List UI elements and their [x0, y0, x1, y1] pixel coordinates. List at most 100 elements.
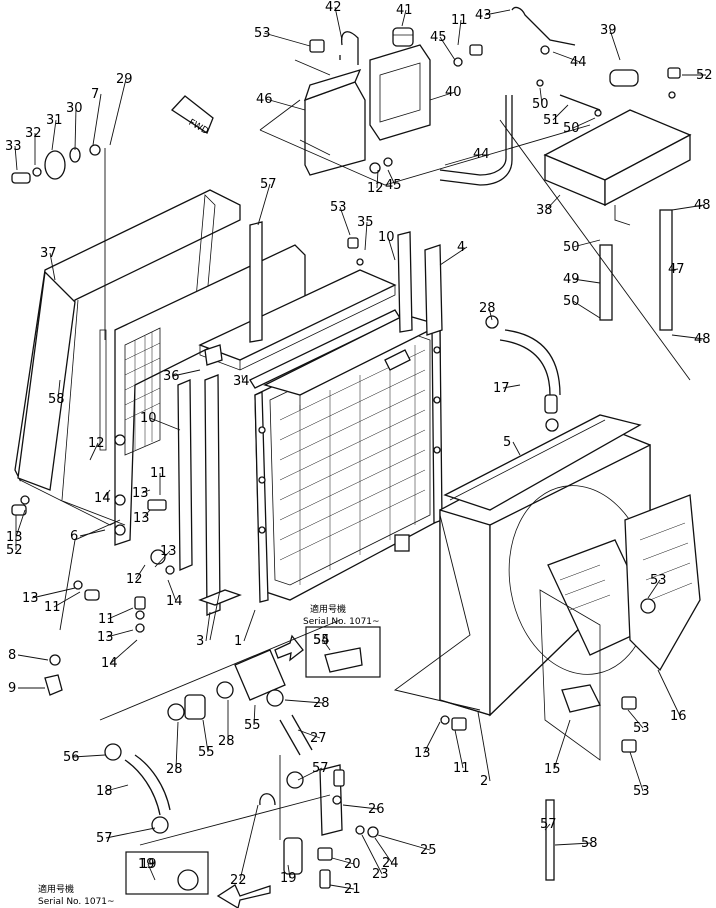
callout-54: 54 [313, 633, 331, 651]
callout-number: 4 [457, 240, 465, 255]
callout-35: 35 [357, 215, 374, 251]
callout-number: 49 [563, 272, 580, 287]
callout-53: 53 [629, 751, 650, 799]
callout-41: 41 [396, 3, 413, 27]
callout-48: 48 [671, 332, 711, 347]
callout-leader [287, 864, 291, 879]
callout-number: 12 [126, 572, 143, 587]
callout-number: 11 [451, 13, 468, 28]
callout-labels: 1234567891010111111111112121213131313131… [5, 0, 713, 897]
callout-38: 38 [536, 194, 561, 218]
callout-13: 13 [22, 587, 76, 606]
callout-52: 52 [682, 68, 713, 83]
callout-number: 19 [138, 857, 155, 872]
svg-text:適用号機: 適用号機 [310, 603, 346, 615]
callout-31: 31 [46, 113, 63, 151]
callout-number: 53 [650, 573, 667, 588]
callout-36: 36 [163, 369, 201, 384]
callout-number: 25 [420, 843, 437, 858]
callout-leader [79, 529, 106, 537]
svg-text:55: 55 [313, 633, 330, 648]
callout-leader [376, 169, 379, 189]
callout-leader [239, 804, 259, 881]
callout-22: 22 [230, 804, 259, 888]
callout-leader [241, 374, 244, 382]
callout-1: 1 [234, 609, 256, 649]
callout-leader [572, 117, 596, 129]
callout-10: 10 [378, 230, 396, 261]
callout-number: 11 [44, 600, 61, 615]
callout-19: 19 [280, 864, 297, 886]
callout-14: 14 [166, 579, 183, 609]
callout-number: 13 [22, 591, 39, 606]
callout-leader [15, 509, 26, 538]
assembly-lines [59, 59, 691, 846]
callout-number: 17 [493, 381, 510, 396]
callout-leader [103, 489, 111, 499]
callout-leader [147, 863, 156, 881]
callout-number: 6 [70, 529, 78, 544]
callout-number: 28 [166, 762, 183, 777]
callout-44: 44 [444, 147, 490, 166]
callout-leader [629, 751, 644, 792]
callout-leader [141, 489, 151, 494]
svg-text:Serial No. 1071~: Serial No. 1071~ [38, 897, 115, 907]
callout-13: 13 [414, 721, 441, 761]
callout-number: 53 [254, 26, 271, 41]
callout-leader [92, 93, 102, 146]
subtank-38 [543, 69, 692, 207]
callout-45: 45 [430, 30, 456, 61]
callout-number: 9 [8, 681, 16, 696]
callout-leader [339, 206, 351, 236]
callout-leader [444, 153, 484, 166]
callout-number: 15 [544, 762, 561, 777]
callout-leader [105, 827, 156, 839]
callout-leader [342, 804, 379, 810]
guard-15-16 [539, 494, 701, 761]
serial-inset-top: 適用号機 Serial No. 1071~ 55 [303, 603, 381, 678]
callout-leader [135, 564, 146, 580]
callout-leader [484, 9, 511, 16]
callout-number: 35 [357, 215, 374, 230]
callout-24: 24 [374, 837, 399, 871]
callout-leader [49, 252, 56, 281]
callout-number: 50 [563, 240, 580, 255]
callout-number: 28 [479, 301, 496, 316]
callout-number: 31 [46, 113, 63, 128]
serial-inset-bottom: 19 適用号機 Serial No. 1071~ [38, 851, 209, 907]
callout-leader [265, 98, 306, 111]
callout-20: 20 [331, 857, 361, 872]
callout-leader [671, 334, 705, 340]
callout-9: 9 [8, 681, 45, 696]
callout-leader [454, 729, 464, 769]
callout-11: 11 [453, 729, 470, 776]
callout-leader [545, 194, 561, 211]
callout-55: 55 [244, 704, 261, 733]
callout-23: 23 [361, 834, 389, 882]
callout-leader [205, 611, 211, 642]
callout-number: 14 [94, 491, 111, 506]
callout-13: 13 [154, 544, 177, 568]
callout-leader [297, 767, 323, 781]
callout-50: 50 [563, 239, 601, 255]
callout-leader [105, 784, 129, 792]
callout-53: 53 [627, 709, 650, 736]
callout-13: 13 [97, 629, 134, 645]
callout-leader [334, 6, 343, 41]
callout-leader [553, 719, 571, 770]
callout-5: 5 [503, 435, 521, 456]
callout-46: 46 [256, 92, 306, 111]
callout-leader [243, 609, 256, 642]
callout-number: 10 [140, 411, 157, 426]
callout-number: 18 [96, 784, 113, 799]
callout-leader [53, 591, 81, 608]
hoses [124, 6, 673, 816]
callout-number: 43 [475, 8, 492, 23]
callout-number: 52 [696, 68, 713, 83]
callout-leader [671, 268, 679, 271]
callout-18: 18 [96, 784, 129, 799]
callout-number: 8 [8, 648, 16, 663]
callout-number: 56 [63, 750, 80, 765]
callout-11: 11 [44, 591, 81, 615]
callout-3: 3 [196, 611, 211, 649]
